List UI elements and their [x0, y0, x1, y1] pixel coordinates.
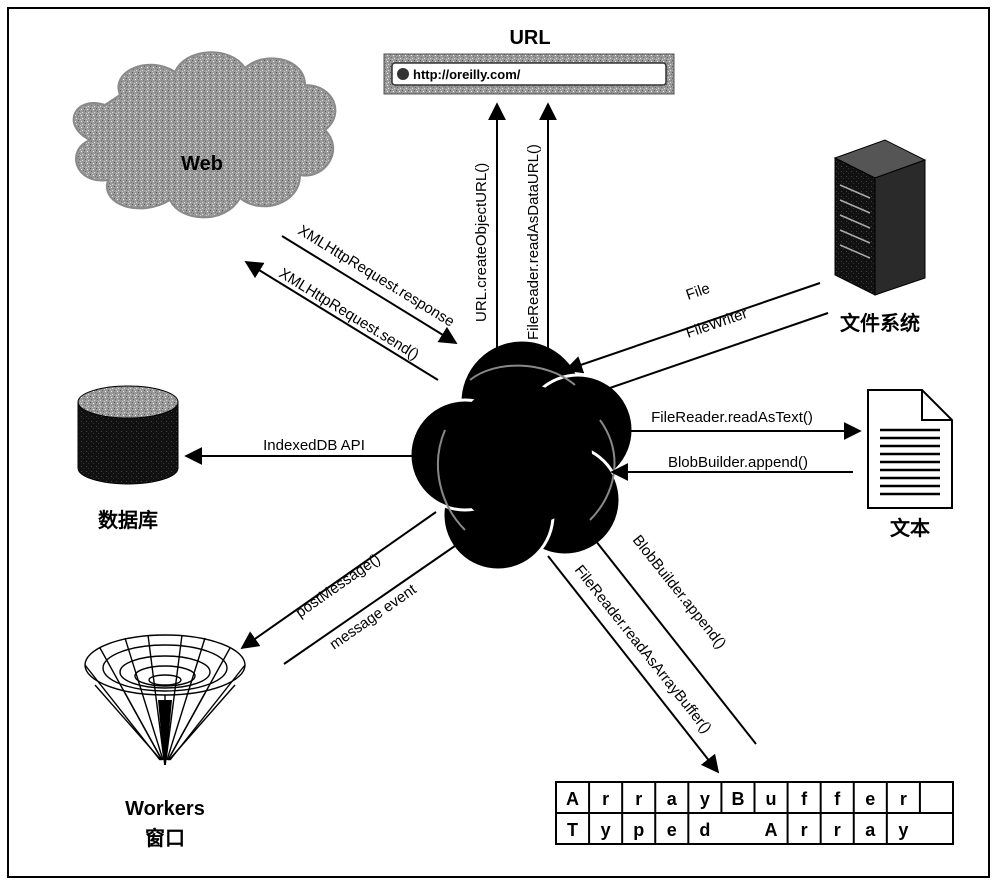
array-cell: r: [801, 820, 808, 840]
web-label: Web: [181, 153, 223, 175]
array-cell: f: [801, 789, 808, 809]
label-file-writer: FileWriter: [684, 305, 750, 342]
text-doc-label: 文本: [890, 516, 930, 540]
database-node: 数据库: [77, 385, 179, 532]
arrow-file: [564, 282, 821, 374]
label-file: File: [684, 280, 712, 304]
array-cell: y: [601, 820, 611, 840]
web-cloud-node: Web: [72, 51, 337, 219]
array-cell: r: [635, 789, 642, 809]
arrow-message-event: [283, 528, 480, 665]
connections: [184, 102, 862, 774]
url-address-box: [391, 62, 667, 86]
filesystem-node: 文件系统: [833, 139, 927, 335]
central-blob: [408, 338, 635, 572]
workers-node: Workers 窗口: [84, 634, 246, 850]
array-cell: A: [765, 820, 778, 840]
line-file-writer: [603, 312, 829, 391]
label-create-object-url: URL.createObjectURL(): [473, 163, 490, 322]
document-icon: [867, 389, 953, 509]
arrow-read-as-array-buffer: [547, 555, 720, 774]
label-xhr-response: XMLHttpRequest.response: [295, 222, 457, 331]
label-xhr-send: XMLHttpRequest.send(): [276, 265, 422, 364]
label-indexeddb: IndexedDB API: [263, 437, 365, 454]
label-read-as-array-buffer: FileReader.readAsArrayBuffer(): [571, 562, 715, 737]
arrow-xhr-send: [281, 235, 458, 344]
workers-window-label: 窗口: [145, 826, 185, 850]
array-cell: B: [731, 789, 744, 809]
url-node: URL http://oreilly.com/: [383, 27, 675, 95]
globe-icon: [397, 68, 409, 80]
array-cell: f: [834, 789, 841, 809]
server-icon: [839, 184, 871, 259]
filesystem-label: 文件系统: [840, 311, 920, 335]
text-doc-node: 文本: [867, 389, 953, 540]
array-cell: a: [865, 820, 876, 840]
array-cell: e: [667, 820, 677, 840]
array-cell: y: [700, 789, 710, 809]
label-blob-append-text: BlobBuilder.append(): [668, 454, 808, 471]
array-cell: A: [566, 789, 579, 809]
array-cell: y: [898, 820, 908, 840]
label-read-as-data-url: FileReader.readAsDataURL(): [525, 144, 542, 340]
array-cell: r: [834, 820, 841, 840]
array-cell: u: [766, 789, 777, 809]
arrow-post-message: [240, 511, 437, 650]
database-label: 数据库: [98, 508, 158, 532]
array-cell: e: [865, 789, 875, 809]
url-address-text: http://oreilly.com/: [413, 67, 521, 82]
label-read-as-text: FileReader.readAsText(): [651, 409, 813, 426]
array-cell: r: [602, 789, 609, 809]
wormhole-icon: [84, 634, 246, 761]
url-title: URL: [509, 27, 550, 49]
array-cell: a: [667, 789, 678, 809]
arrow-blob-append-buffer: [582, 524, 757, 745]
array-cell: p: [633, 820, 644, 840]
database-icon: [77, 401, 179, 485]
label-blob-append-buffer: BlobBuilder.append(): [629, 532, 730, 652]
array-cell: T: [567, 820, 578, 840]
array-cell: d: [699, 820, 710, 840]
cloud-icon: [72, 51, 337, 219]
arrow-xhr-response: [244, 261, 439, 381]
workers-label: Workers: [125, 798, 205, 820]
array-cell: r: [900, 789, 907, 809]
